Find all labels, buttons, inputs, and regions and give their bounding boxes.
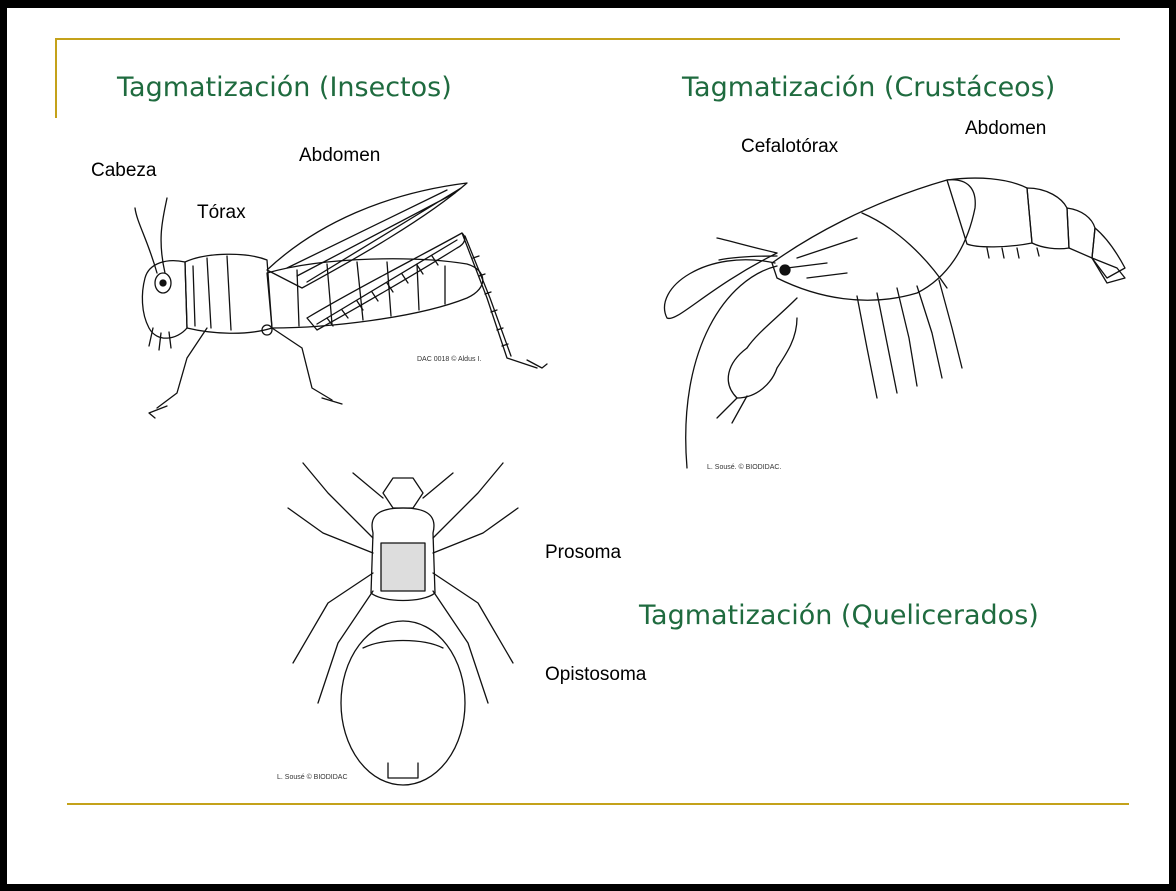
label-insect-abdomen: Abdomen [299, 145, 380, 167]
credit-insect: DAC 0018 © Aldus I. [417, 356, 481, 363]
crayfish-illustration [647, 168, 1127, 468]
label-thorax: Tórax [197, 202, 246, 224]
label-cephalothorax: Cefalotórax [741, 136, 838, 158]
label-crustacean-abdomen: Abdomen [965, 118, 1046, 140]
grasshopper-illustration [127, 178, 567, 418]
label-opisthosoma: Opistosoma [545, 664, 646, 686]
spider-illustration [273, 453, 533, 783]
accent-vertical-rule [55, 38, 57, 118]
slide: Tagmatización (Insectos) Tagmatización (… [7, 8, 1169, 884]
credit-crustacean: L. Sousé. © BIODIDAC. [707, 464, 781, 471]
label-head: Cabeza [91, 160, 157, 182]
label-prosoma: Prosoma [545, 542, 621, 564]
title-chelicerates: Tagmatización (Quelicerados) [639, 600, 1039, 631]
title-crustaceans: Tagmatización (Crustáceos) [682, 72, 1055, 103]
accent-top-rule [55, 38, 1120, 40]
accent-bottom-rule [67, 803, 1129, 805]
credit-chelicerate: L. Sousé © BIODIDAC [277, 774, 348, 781]
title-insects: Tagmatización (Insectos) [117, 72, 452, 103]
